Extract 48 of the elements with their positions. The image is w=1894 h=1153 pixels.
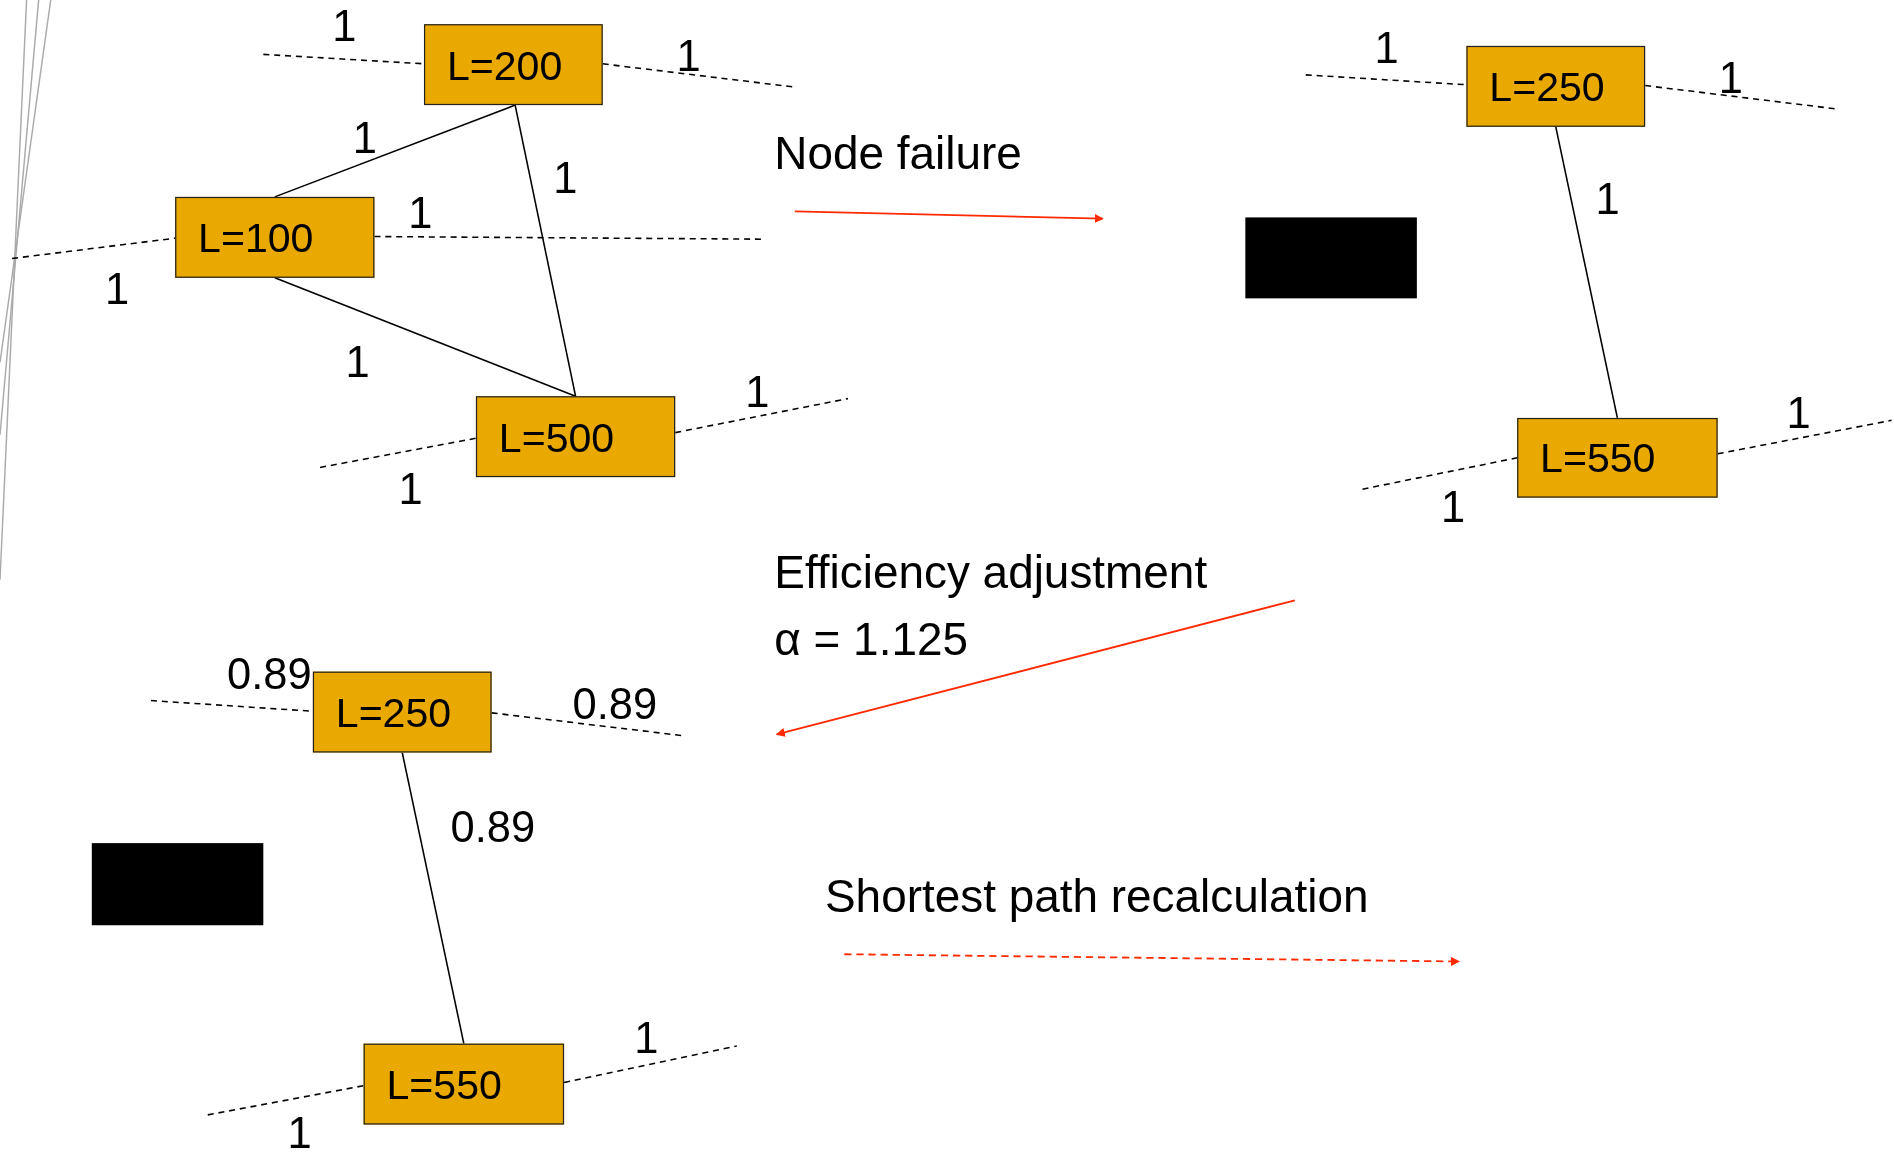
edge-label: 1 — [1595, 177, 1620, 222]
blank-box — [91, 843, 264, 926]
edge-label: 1 — [345, 340, 370, 385]
edge-label: 0.89 — [572, 682, 658, 726]
dashed-link — [373, 235, 762, 240]
edge-label: 0.89 — [450, 805, 536, 850]
step-caption: Efficiency adjustment — [774, 549, 1208, 596]
dashed-link — [490, 712, 684, 737]
edge-label: 1 — [287, 1111, 312, 1153]
edge-label: 1 — [1786, 391, 1811, 435]
link-line — [514, 104, 577, 397]
load-box: L=550 — [363, 1043, 565, 1125]
dashed-link — [1644, 84, 1836, 110]
step-caption: Shortest path recalculation — [825, 873, 1369, 920]
load-box: L=200 — [423, 24, 603, 106]
edge-label: 1 — [1441, 485, 1466, 530]
edge-label: 1 — [408, 192, 433, 236]
step-caption: α = 1.125 — [774, 616, 968, 662]
dashed-link — [11, 237, 176, 260]
link-line — [401, 751, 465, 1045]
edge-label: 1 — [352, 117, 377, 161]
link-line — [1555, 126, 1619, 419]
edge-label: 1 — [332, 4, 357, 49]
load-box: L=250 — [312, 671, 492, 753]
edge-label: 1 — [1374, 26, 1399, 71]
edge-label: 1 — [676, 35, 701, 79]
load-box: L=100 — [175, 196, 375, 278]
edge-label: 0.89 — [227, 652, 312, 696]
link-line — [274, 104, 516, 198]
edge-label: 1 — [1718, 56, 1743, 101]
edge-label: 1 — [105, 268, 130, 312]
edge-label: 1 — [745, 370, 770, 415]
load-box: L=550 — [1517, 417, 1718, 498]
link-line — [274, 277, 577, 397]
load-box: L=500 — [475, 396, 676, 478]
dashed-link — [601, 63, 795, 88]
blank-box — [1245, 217, 1417, 299]
dashed-link — [206, 1084, 365, 1116]
load-box: L=250 — [1466, 45, 1646, 127]
edge-label: 1 — [634, 1017, 659, 1061]
dashed-link — [674, 397, 849, 434]
dashed-link — [563, 1045, 738, 1084]
step-caption: Node failure — [774, 130, 1022, 177]
edge-label: 1 — [398, 467, 423, 511]
edge-label: 1 — [553, 157, 578, 201]
dashed-link — [319, 437, 477, 469]
dashed-link — [1716, 419, 1893, 455]
dashed-link — [1361, 457, 1518, 490]
